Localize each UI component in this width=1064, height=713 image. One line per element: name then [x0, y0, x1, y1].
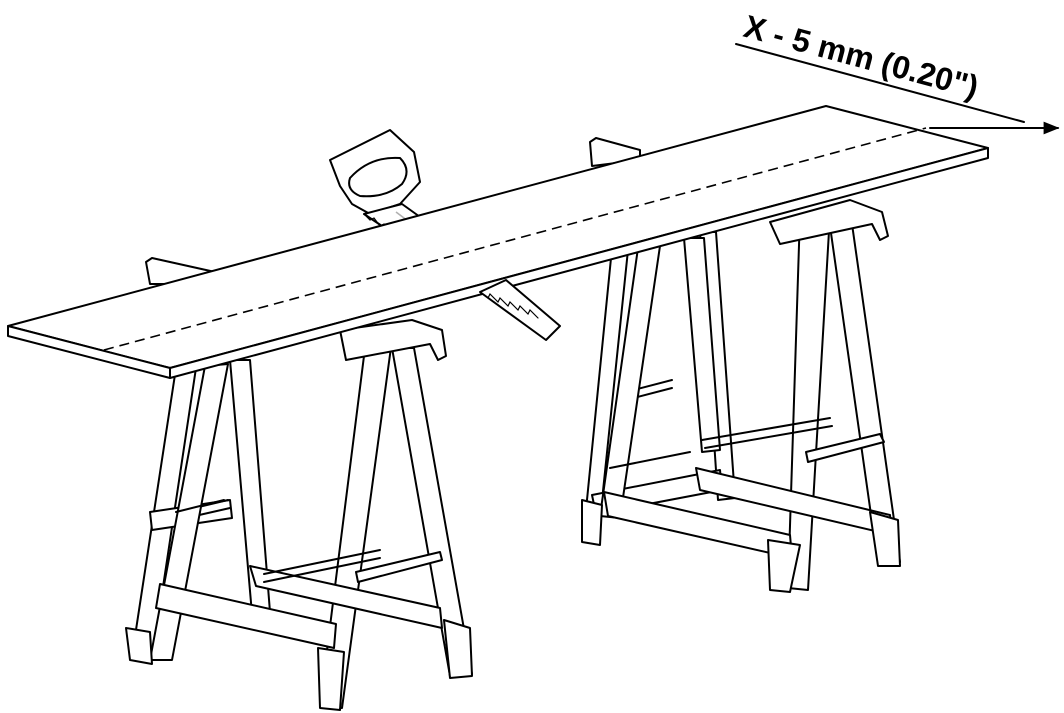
dimension-annotation: X - 5 mm (0.20") — [735, 8, 1060, 135]
cut-line — [103, 127, 927, 351]
hand-saw-lower-blade — [479, 279, 561, 341]
dimension-leader-line — [735, 43, 1025, 123]
saw-handle-grip-hole — [348, 156, 408, 198]
dimension-label: X - 5 mm (0.20") — [740, 8, 982, 105]
right-sawhorse — [581, 137, 901, 593]
board-front-edge — [169, 147, 989, 379]
board — [7, 105, 989, 379]
